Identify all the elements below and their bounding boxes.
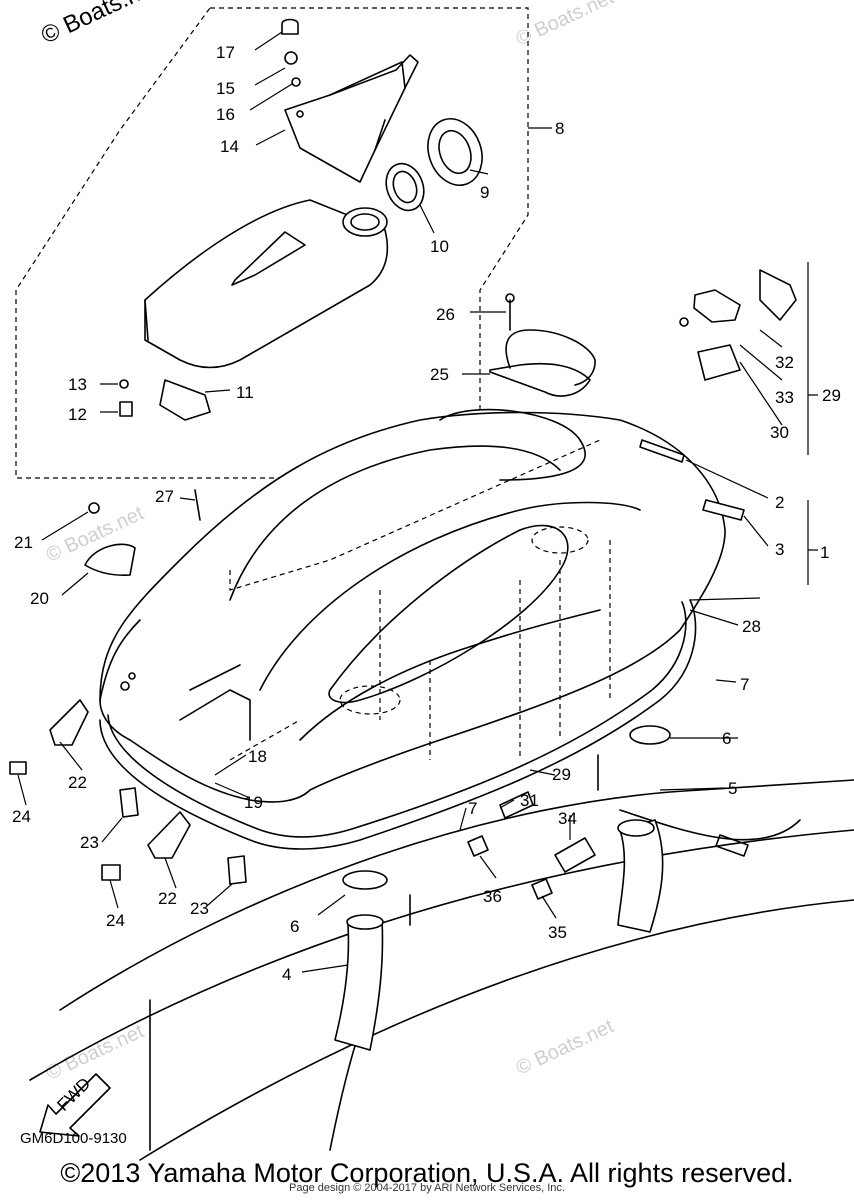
subassembly-frame [15, 7, 529, 479]
engine-hood [99, 408, 726, 803]
callout-17: 17 [216, 43, 235, 62]
seal-rings [385, 118, 483, 212]
hidden-lines [229, 439, 611, 761]
pad-strip [702, 499, 745, 521]
callout-33: 33 [775, 388, 794, 407]
callout-7-left: 7 [468, 799, 477, 818]
callout-5: 5 [728, 779, 737, 798]
hinge-parts [679, 269, 797, 381]
callout-2: 2 [775, 493, 784, 512]
callout-14: 14 [220, 137, 239, 156]
callout-12: 12 [68, 405, 87, 424]
hull-deck [29, 779, 854, 1161]
callout-29-bottom: 29 [552, 765, 571, 784]
cap-part [84, 543, 136, 577]
callout-22-right: 22 [158, 889, 177, 908]
fasteners [119, 18, 301, 421]
callout-6-left: 6 [290, 917, 299, 936]
page-credit: Page design © 2004-2017 by ARI Network S… [289, 1182, 565, 1194]
hood-gasket [99, 599, 697, 850]
callout-35: 35 [548, 923, 567, 942]
watermark: © Boats.net [513, 1015, 618, 1079]
callout-10: 10 [430, 237, 449, 256]
diagram-code: GM6D100-9130 [20, 1130, 127, 1147]
intake-cover [144, 199, 389, 369]
callout-34: 34 [558, 809, 577, 828]
callout-8: 8 [555, 119, 564, 138]
callout-31: 31 [520, 791, 539, 810]
callout-24-right: 24 [106, 911, 125, 930]
callout-26: 26 [436, 305, 455, 324]
callout-13: 13 [68, 375, 87, 394]
callout-4: 4 [282, 965, 291, 984]
callout-9: 9 [480, 183, 489, 202]
callout-27: 27 [155, 487, 174, 506]
callout-28: 28 [742, 617, 761, 636]
callout-20: 20 [30, 589, 49, 608]
watermark-top-left: © Boats.net [37, 0, 163, 49]
bracket [284, 54, 419, 183]
callout-22-left: 22 [68, 773, 87, 792]
callout-23-right: 23 [190, 899, 209, 918]
copyright-notice: ©2013 Yamaha Motor Corporation, U.S.A. A… [60, 1158, 794, 1188]
callout-30: 30 [770, 423, 789, 442]
side-brackets [9, 699, 247, 885]
callout-7-right: 7 [740, 675, 749, 694]
callout-32: 32 [775, 353, 794, 372]
callout-labels: 17 15 16 14 8 9 10 11 13 12 26 25 32 33 … [12, 43, 841, 984]
callout-18: 18 [248, 747, 267, 766]
badge-strip [639, 439, 685, 463]
callout-25: 25 [430, 365, 449, 384]
grab-handle [489, 293, 596, 397]
rivet [194, 489, 201, 521]
hardware-lower [409, 754, 599, 926]
callout-24-left: 24 [12, 807, 31, 826]
callout-36: 36 [483, 887, 502, 906]
callout-21: 21 [14, 533, 33, 552]
callout-11: 11 [236, 383, 254, 402]
hoses [334, 725, 671, 1051]
callout-15: 15 [216, 79, 235, 98]
screw [88, 502, 100, 514]
callout-1: 1 [820, 543, 829, 562]
callout-16: 16 [216, 105, 235, 124]
callout-23-left: 23 [80, 833, 99, 852]
callout-6-right: 6 [722, 729, 731, 748]
callout-3: 3 [775, 540, 784, 559]
callout-29-top: 29 [822, 386, 841, 405]
leader-lines [17, 31, 818, 973]
callout-19: 19 [244, 793, 263, 812]
